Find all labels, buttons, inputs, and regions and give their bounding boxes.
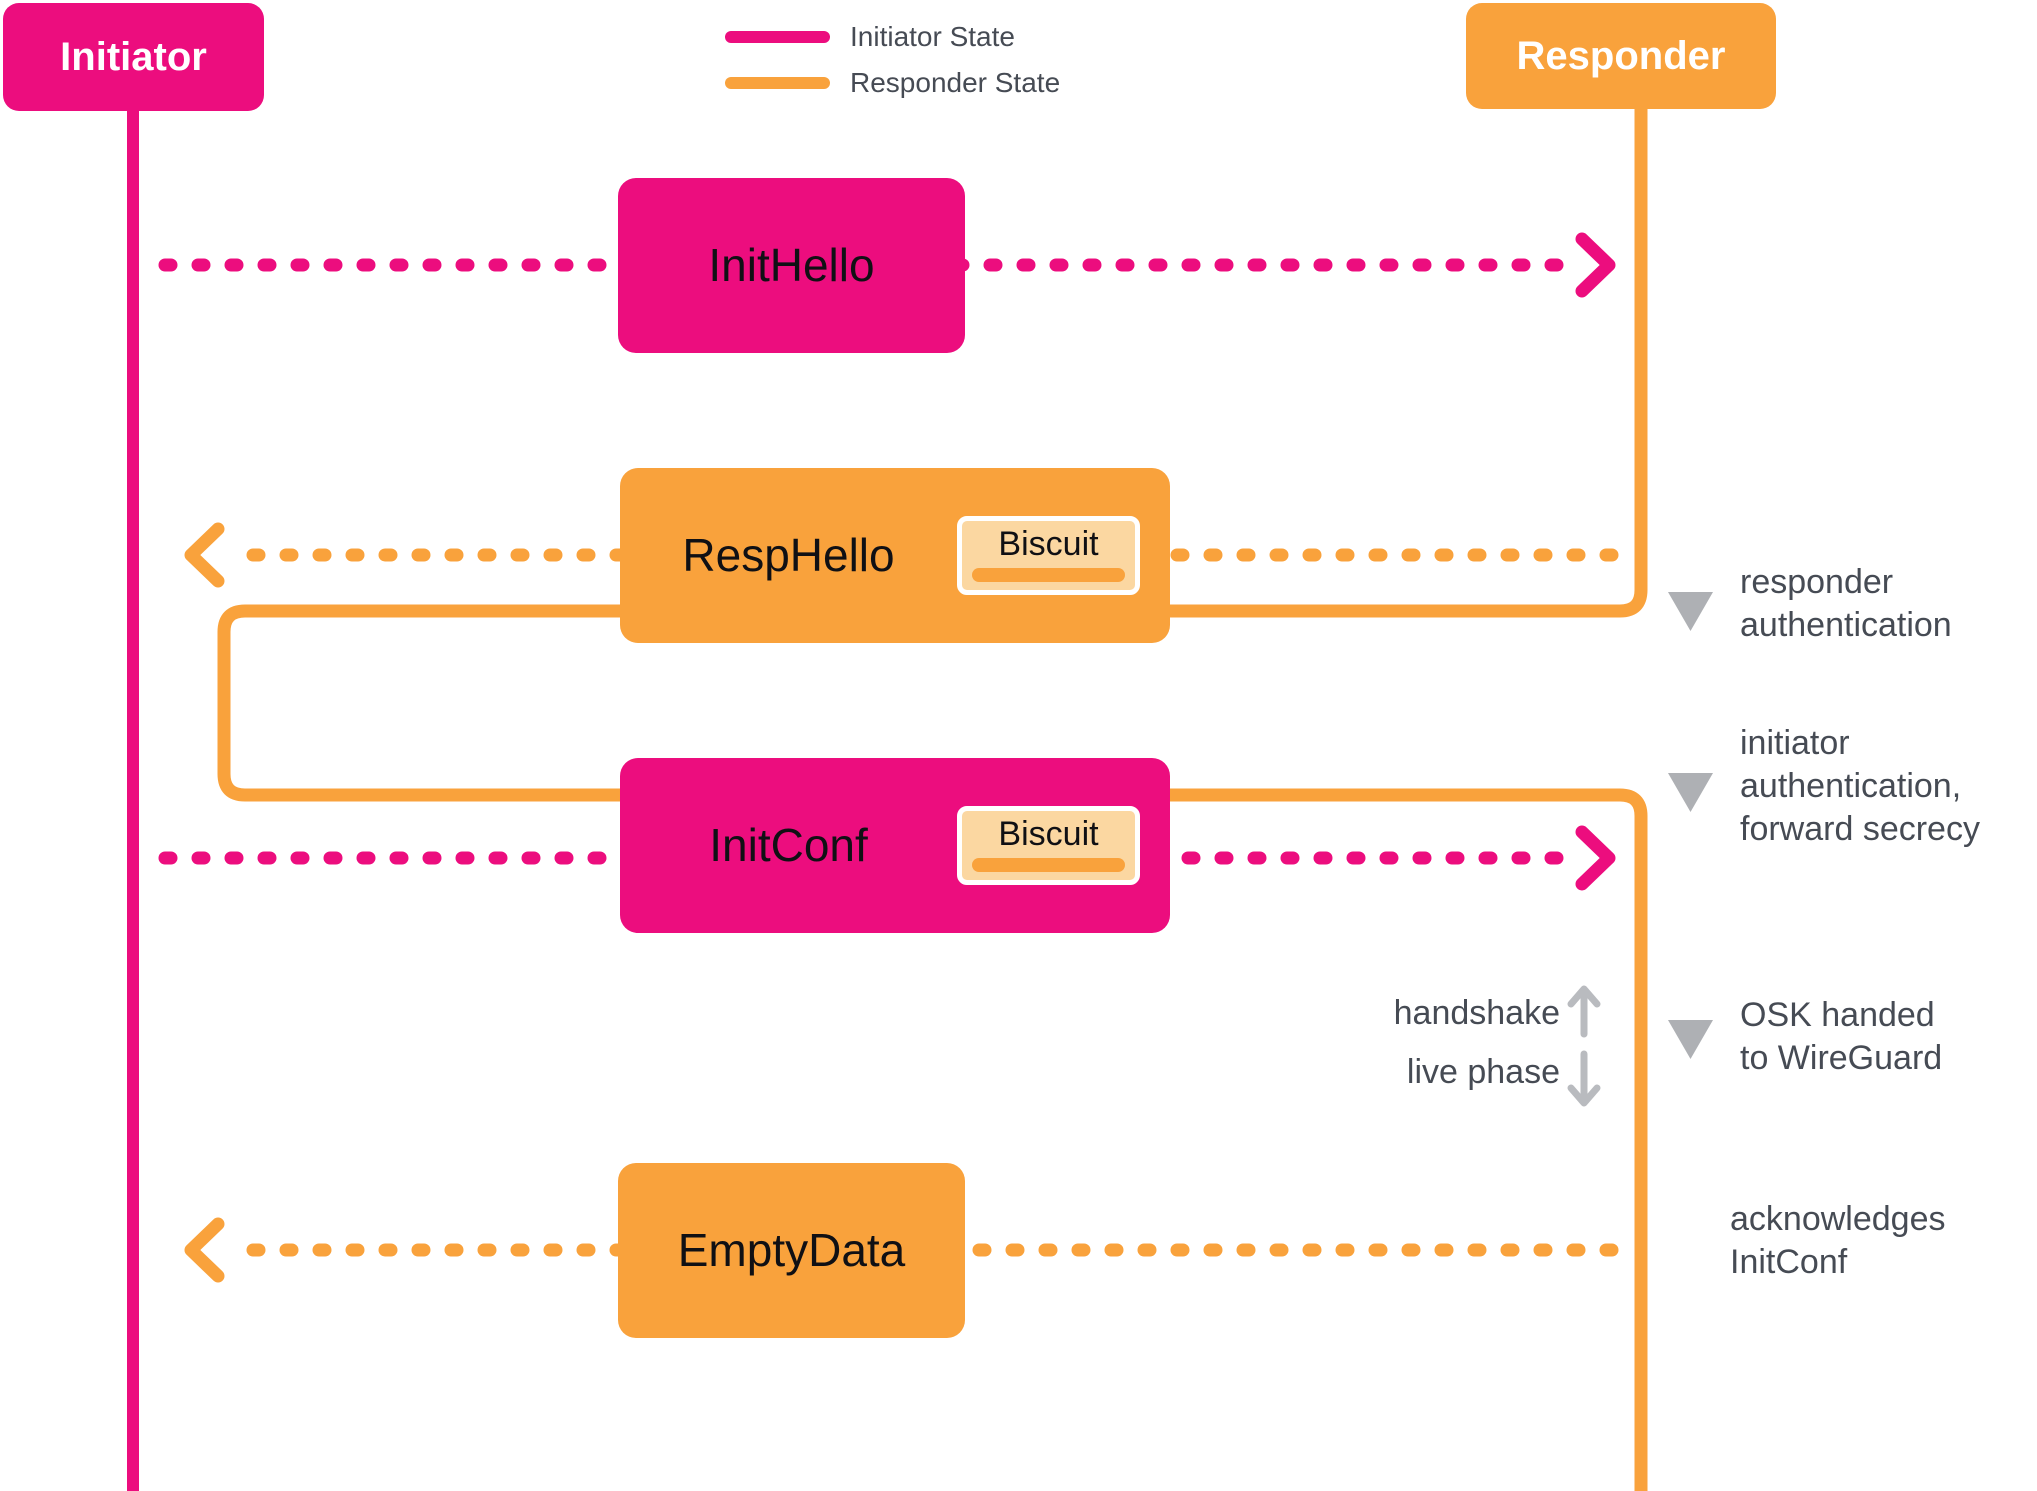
resphello-message-box: RespHello Biscuit xyxy=(620,468,1170,643)
annotation-acknowledges-initconf: acknowledges InitConf xyxy=(1730,1198,1945,1284)
responder-auth-marker-triangle xyxy=(1668,592,1713,631)
annotation-line: acknowledges xyxy=(1730,1200,1946,1238)
annotation-initiator-authentication: initiator authentication, forward secrec… xyxy=(1740,722,1980,851)
initiator-state-legend-swatch xyxy=(725,31,830,43)
osk-marker-triangle xyxy=(1668,1020,1713,1059)
biscuit-underline-bar xyxy=(972,858,1125,872)
responder-state-path xyxy=(217,100,1648,1491)
responder-state-legend-swatch xyxy=(725,77,830,89)
annotation-line: to WireGuard xyxy=(1740,1039,1943,1077)
annotation-line: authentication xyxy=(1740,606,1952,644)
emptydata-message-box: EmptyData xyxy=(618,1163,965,1338)
biscuit-chip-label: Biscuit xyxy=(998,525,1099,563)
live-phase-down-arrow xyxy=(1567,1050,1601,1107)
annotation-responder-authentication: responder authentication xyxy=(1740,561,1952,647)
emptydata-arrowhead-left xyxy=(184,1217,225,1283)
resphello-arrowhead-left xyxy=(184,522,225,588)
initiator-actor-box: Initiator xyxy=(3,3,264,111)
biscuit-chip-label: Biscuit xyxy=(998,815,1099,853)
initiator-state-legend-label: Initiator State xyxy=(850,21,1015,52)
annotation-line: initiator xyxy=(1740,724,1850,762)
initiator-auth-marker-triangle xyxy=(1668,773,1713,812)
annotation-osk-handed-to-wireguard: OSK handed to WireGuard xyxy=(1740,994,1942,1080)
annotation-line: OSK handed xyxy=(1740,996,1935,1034)
annotation-line: forward secrecy xyxy=(1740,810,1980,848)
inithello-message-box: InitHello xyxy=(618,178,965,353)
annotation-line: authentication, xyxy=(1740,767,1962,805)
live-phase-label: live phase xyxy=(1406,1053,1560,1091)
biscuit-chip: Biscuit xyxy=(957,806,1140,885)
initconf-message-box: InitConf Biscuit xyxy=(620,758,1170,933)
responder-actor-box: Responder xyxy=(1466,3,1776,109)
biscuit-underline-bar xyxy=(972,568,1125,582)
inithello-arrowhead-right xyxy=(1575,232,1616,298)
biscuit-chip: Biscuit xyxy=(957,516,1140,595)
handshake-phase-label: handshake xyxy=(1393,994,1560,1032)
annotation-line: responder xyxy=(1740,563,1894,601)
responder-state-legend-label: Responder State xyxy=(850,67,1061,98)
initconf-arrowhead-right xyxy=(1575,825,1616,891)
initconf-message-label: InitConf xyxy=(709,819,868,871)
handshake-up-arrow xyxy=(1567,985,1601,1038)
annotation-line: InitConf xyxy=(1730,1243,1848,1281)
resphello-message-label: RespHello xyxy=(682,529,895,581)
